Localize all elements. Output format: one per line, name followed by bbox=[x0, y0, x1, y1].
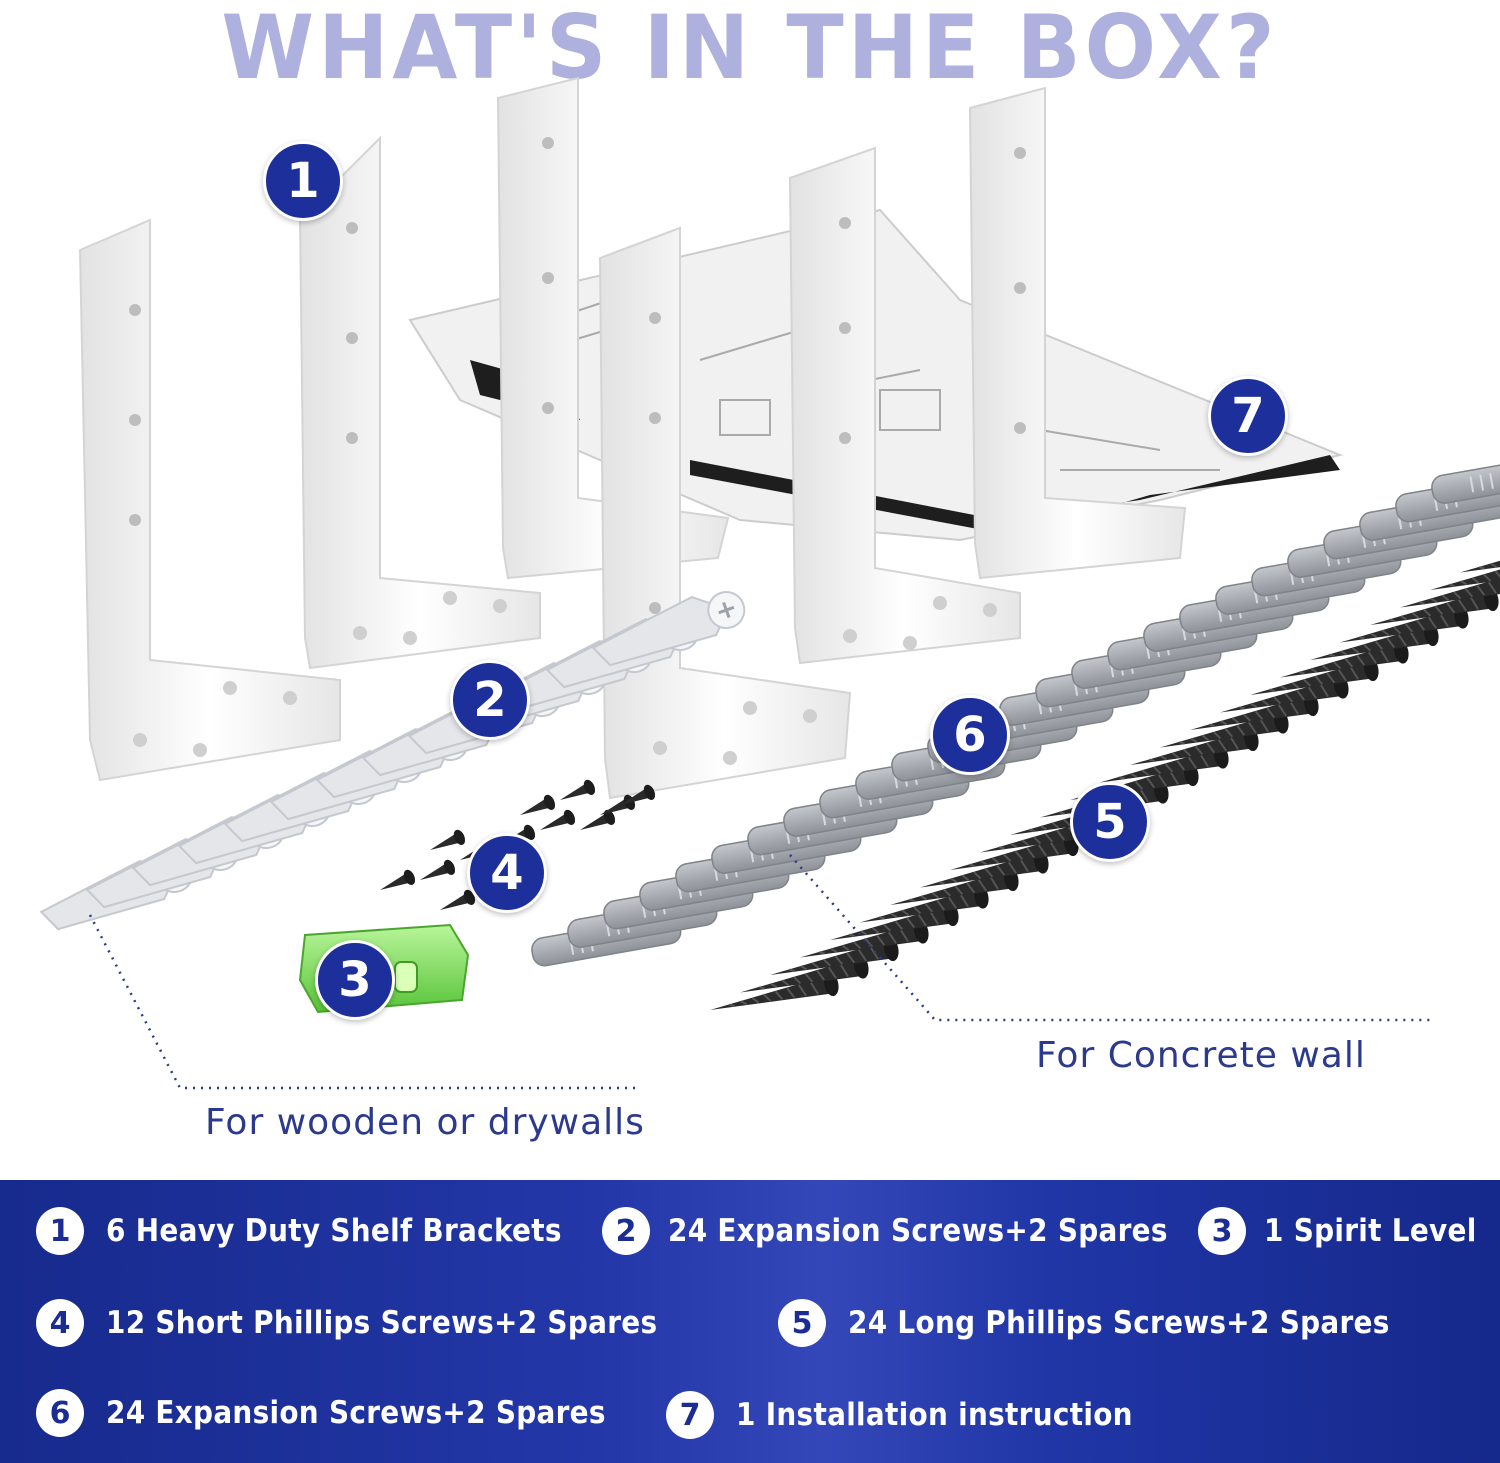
legend-text: 1 Spirit Level bbox=[1264, 1213, 1477, 1249]
callout-1: 1 bbox=[263, 141, 343, 221]
callout-7: 7 bbox=[1208, 376, 1288, 456]
plastic-anchor bbox=[1431, 452, 1500, 504]
short-screw bbox=[420, 859, 456, 880]
legend-item-6: 6 24 Expansion Screws+2 Spares bbox=[36, 1389, 606, 1437]
legend-number: 3 bbox=[1198, 1207, 1246, 1255]
legend-text: 6 Heavy Duty Shelf Brackets bbox=[106, 1213, 562, 1249]
short-screw bbox=[520, 794, 556, 815]
concrete-leader-line bbox=[789, 854, 1430, 1022]
callout-6: 6 bbox=[930, 695, 1010, 775]
legend-text: 24 Long Phillips Screws+2 Spares bbox=[848, 1305, 1390, 1341]
short-screw bbox=[430, 829, 466, 850]
legend-number: 2 bbox=[602, 1207, 650, 1255]
drywall-anchor bbox=[591, 591, 746, 667]
legend-number: 5 bbox=[778, 1299, 826, 1347]
short-screw bbox=[580, 809, 616, 830]
shelf-bracket-icon bbox=[78, 76, 1187, 800]
legend-item-1: 1 6 Heavy Duty Shelf Brackets bbox=[36, 1207, 562, 1255]
legend-text: 12 Short Phillips Screws+2 Spares bbox=[106, 1305, 658, 1341]
short-screw bbox=[620, 784, 656, 805]
callout-5: 5 bbox=[1070, 782, 1150, 862]
wood-drywall-note: For wooden or drywalls bbox=[205, 1102, 645, 1143]
long-screw bbox=[890, 867, 1019, 905]
legend-text: 24 Expansion Screws+2 Spares bbox=[106, 1395, 606, 1431]
legend-item-7: 7 1 Installation instruction bbox=[666, 1391, 1133, 1439]
callout-2: 2 bbox=[450, 660, 530, 740]
legend-number: 4 bbox=[36, 1299, 84, 1347]
box-contents-illustration bbox=[39, 76, 1500, 1090]
long-screw bbox=[1430, 556, 1500, 590]
legend-text: 24 Expansion Screws+2 Spares bbox=[668, 1213, 1168, 1249]
concrete-wall-note: For Concrete wall bbox=[1036, 1035, 1366, 1076]
drywall-anchor-icon bbox=[39, 591, 746, 931]
callout-4: 4 bbox=[467, 833, 547, 913]
legend-item-3: 3 1 Spirit Level bbox=[1198, 1207, 1477, 1255]
short-screw bbox=[560, 779, 596, 800]
long-screw bbox=[1400, 573, 1500, 608]
long-screw bbox=[800, 919, 929, 958]
short-screw bbox=[380, 869, 416, 890]
short-screw bbox=[540, 809, 576, 830]
legend-number: 1 bbox=[36, 1207, 84, 1255]
long-screw bbox=[1340, 604, 1469, 643]
legend-item-2: 2 24 Expansion Screws+2 Spares bbox=[602, 1207, 1168, 1255]
wood-leader-line bbox=[88, 914, 640, 1090]
legend-text: 1 Installation instruction bbox=[736, 1397, 1133, 1433]
short-screw-icon bbox=[380, 779, 656, 910]
leader-lines bbox=[88, 854, 1430, 1090]
legend-item-4: 4 12 Short Phillips Screws+2 Spares bbox=[36, 1299, 657, 1347]
callout-3: 3 bbox=[315, 940, 395, 1020]
legend-number: 6 bbox=[36, 1389, 84, 1437]
legend-item-5: 5 24 Long Phillips Screws+2 Spares bbox=[778, 1299, 1390, 1347]
legend-number: 7 bbox=[666, 1391, 714, 1439]
page-title: WHAT'S IN THE BOX? bbox=[221, 0, 1279, 100]
long-screw bbox=[1460, 538, 1500, 573]
contents-legend-panel: 1 6 Heavy Duty Shelf Brackets 2 24 Expan… bbox=[0, 1180, 1500, 1463]
